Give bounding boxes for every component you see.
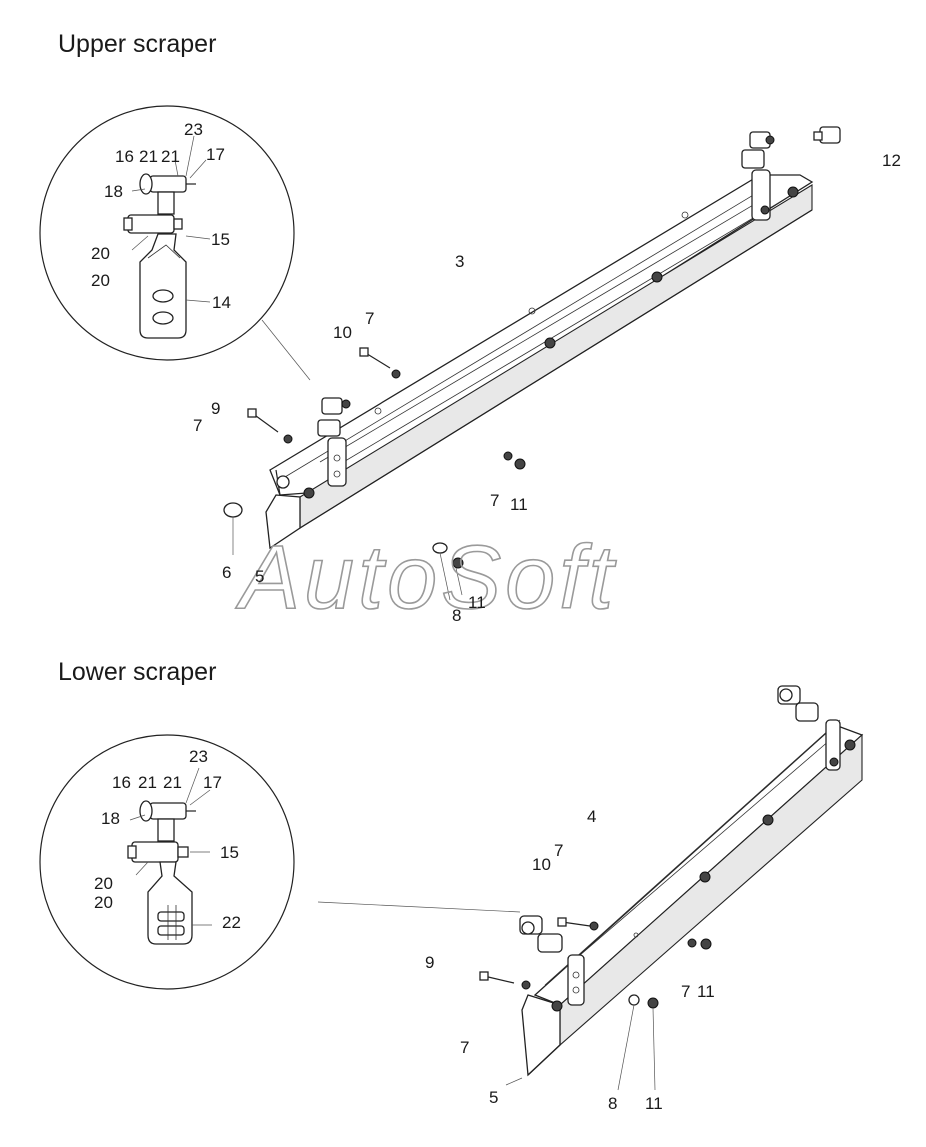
- callout-upper-21a: 21: [139, 147, 158, 166]
- autosoft-watermark: AutoSoft: [235, 528, 617, 628]
- callout-upper-11a: 11: [510, 495, 528, 514]
- callout-upper-7a: 7: [365, 309, 374, 328]
- lower-detail-circle: [39, 734, 521, 990]
- upper-scraper-title: Upper scraper: [58, 30, 217, 58]
- callout-upper-18: 18: [104, 182, 123, 201]
- callout-upper-11b: 11: [468, 593, 486, 612]
- lower-scraper-blade: [519, 685, 864, 1077]
- callout-lower-9: 9: [425, 953, 434, 972]
- upper-detail-circle: [39, 105, 311, 381]
- callout-lower-22: 22: [222, 913, 241, 932]
- callout-lower-7a: 7: [554, 841, 563, 860]
- callout-lower-7c: 7: [681, 982, 690, 1001]
- lower-scraper-title: Lower scraper: [58, 658, 217, 686]
- callout-upper-17: 17: [206, 145, 225, 164]
- callout-lower-8: 8: [608, 1094, 617, 1113]
- callout-lower-11b: 11: [645, 1094, 663, 1113]
- callout-upper-16: 16: [115, 147, 134, 166]
- callout-upper-14: 14: [212, 293, 231, 312]
- callout-lower-21b: 21: [163, 773, 182, 792]
- callout-upper-20a: 20: [91, 244, 110, 263]
- upper-scraper-blade: [265, 131, 814, 550]
- callout-lower-17: 17: [203, 773, 222, 792]
- callout-lower-16: 16: [112, 773, 131, 792]
- callout-lower-20a: 20: [94, 874, 113, 893]
- callout-upper-7b: 7: [193, 416, 202, 435]
- callout-lower-7b: 7: [460, 1038, 469, 1057]
- callout-upper-20b: 20: [91, 271, 110, 290]
- callout-upper-6: 6: [222, 563, 231, 582]
- callout-lower-4: 4: [587, 807, 596, 826]
- callout-upper-15: 15: [211, 230, 230, 249]
- callout-upper-5: 5: [255, 567, 264, 586]
- callout-lower-15: 15: [220, 843, 239, 862]
- callout-upper-7c: 7: [490, 491, 499, 510]
- callout-lower-21a: 21: [138, 773, 157, 792]
- callout-lower-23: 23: [189, 747, 208, 766]
- callout-upper-21b: 21: [161, 147, 180, 166]
- callout-upper-12: 12: [882, 151, 901, 170]
- callout-lower-18: 18: [101, 809, 120, 828]
- lower-loose-parts: [479, 917, 712, 1091]
- upper-loose-parts: [223, 126, 841, 601]
- callout-lower-10: 10: [532, 855, 551, 874]
- callout-upper-23: 23: [184, 120, 203, 139]
- callout-upper-3: 3: [455, 252, 464, 271]
- callout-upper-9: 9: [211, 399, 220, 418]
- callout-lower-11a: 11: [697, 982, 715, 1001]
- callout-upper-8: 8: [452, 606, 461, 625]
- callout-lower-20b: 20: [94, 893, 113, 912]
- callout-lower-5: 5: [489, 1088, 498, 1107]
- callout-upper-10: 10: [333, 323, 352, 342]
